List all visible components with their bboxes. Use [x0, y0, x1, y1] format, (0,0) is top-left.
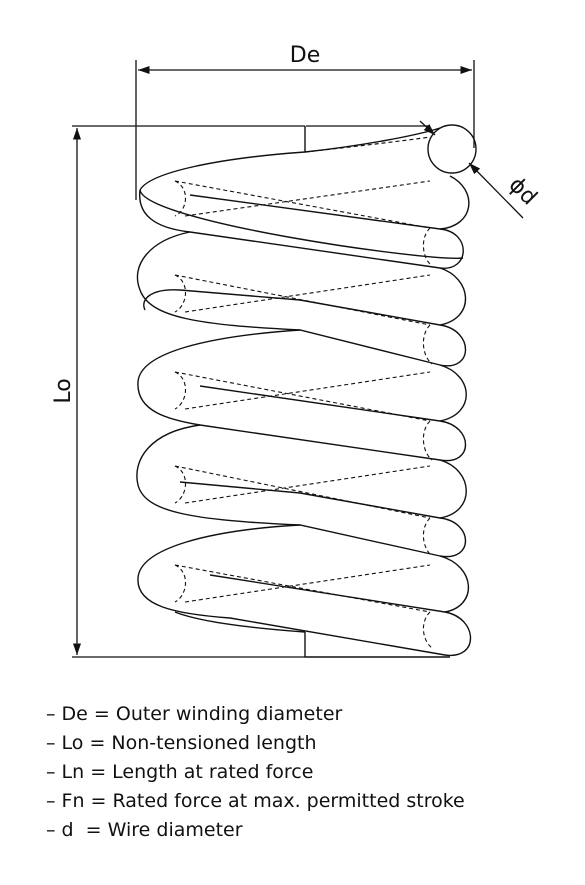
length-label: Lo [51, 378, 76, 403]
wire-cross-section [427, 124, 477, 174]
spring-coils [136, 126, 472, 658]
legend-item-fn: – Fn = Rated force at max. permitted str… [46, 790, 465, 812]
legend-item-lo: – Lo = Non-tensioned length [46, 732, 317, 754]
legend-item-de: – De = Outer winding diameter [46, 703, 343, 725]
length-dimension: Lo [51, 125, 305, 658]
outer-diameter-label: De [290, 43, 320, 68]
legend-item-d: – d = Wire diameter [46, 819, 243, 841]
spring-diagram: Lo De ϕd [51, 43, 542, 658]
legend: – De = Outer winding diameter – Lo = Non… [46, 700, 465, 845]
legend-item-ln: – Ln = Length at rated force [46, 761, 314, 783]
outer-diameter-dimension: De [135, 43, 475, 200]
wire-diameter-dimension: ϕd [419, 120, 542, 219]
